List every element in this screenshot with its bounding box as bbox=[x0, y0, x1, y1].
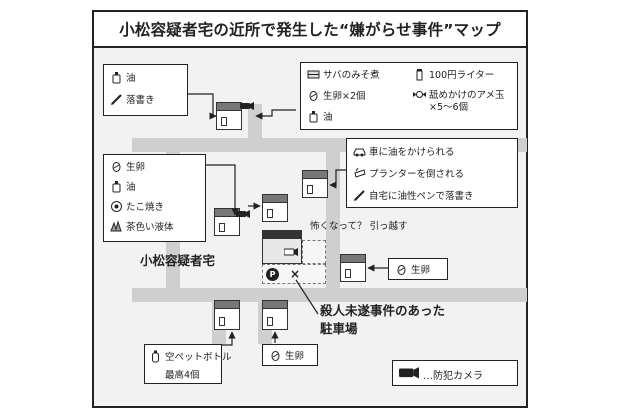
box-item: 油 bbox=[126, 73, 136, 84]
fish-can-icon bbox=[307, 68, 320, 81]
moved-house-outline bbox=[302, 240, 326, 264]
box-item: 油 bbox=[126, 182, 136, 193]
security-camera-icon bbox=[284, 248, 298, 256]
pen-icon bbox=[353, 189, 366, 202]
parking-label-line1: 殺人未遂事件のあった bbox=[320, 303, 446, 318]
candy-icon bbox=[413, 88, 426, 101]
house-top bbox=[216, 102, 242, 130]
security-camera-icon bbox=[236, 210, 250, 218]
legend-box: …防犯カメラ bbox=[392, 360, 518, 386]
planter-icon bbox=[353, 167, 366, 180]
suspect-house bbox=[262, 230, 302, 264]
box-item: 生卵 bbox=[285, 351, 305, 362]
box-item: 落書き bbox=[126, 95, 155, 106]
parking-symbol: P bbox=[266, 268, 279, 281]
house-center-upper bbox=[262, 194, 288, 222]
oil-bottle-icon bbox=[110, 71, 123, 84]
box-bottom-left: 空ペットボトル 最高4個 bbox=[144, 344, 232, 384]
box-bottom-mid: 生卵 bbox=[262, 344, 318, 366]
box-item: 自宅に油性ペンで落書き bbox=[369, 191, 474, 202]
box-mid-right: 車に油をかけられる プランターを倒される 自宅に油性ペンで落書き bbox=[346, 138, 518, 208]
box-item: たこ焼き bbox=[126, 202, 165, 213]
oil-bottle-icon bbox=[307, 110, 320, 123]
suspect-house-label: 小松容疑者宅 bbox=[140, 253, 216, 268]
box-item: プランターを倒される bbox=[369, 169, 465, 180]
box-item: 茶色い液体 bbox=[126, 222, 174, 233]
box-item: サバのみそ煮 bbox=[323, 70, 380, 81]
security-camera-icon bbox=[399, 367, 419, 379]
egg-icon bbox=[395, 263, 408, 276]
car-icon bbox=[353, 145, 366, 158]
box-item: 生卵 bbox=[126, 162, 146, 173]
parking-label-line2: 駐車場 bbox=[320, 321, 358, 336]
house-right-mid bbox=[340, 254, 366, 282]
box-top-left: 油 落書き bbox=[103, 64, 188, 116]
legend-label: …防犯カメラ bbox=[423, 371, 483, 382]
box-item: 最高4個 bbox=[165, 370, 200, 381]
security-camera-icon bbox=[240, 102, 254, 110]
egg-icon bbox=[307, 89, 320, 102]
map-title: 小松容疑者宅の近所で発生した“嫌がらせ事件”マップ bbox=[119, 21, 501, 39]
house-right-upper bbox=[302, 170, 328, 198]
takoyaki-icon bbox=[110, 200, 123, 213]
box-item: 生卵×2個 bbox=[323, 91, 366, 102]
splash-icon bbox=[110, 220, 123, 233]
egg-icon bbox=[269, 349, 282, 362]
lighter-icon bbox=[413, 68, 426, 81]
house-lower-center bbox=[262, 300, 288, 330]
box-item: 舐めかけのアメ玉 bbox=[429, 90, 505, 101]
box-mid-left: 生卵 油 たこ焼き 茶色い液体 bbox=[103, 154, 206, 242]
box-item: 車に油をかけられる bbox=[369, 147, 455, 158]
incident-mark: × bbox=[290, 267, 301, 281]
box-top-right: サバのみそ煮 100円ライター 生卵×2個 舐めかけのアメ玉 ×5〜6個 油 bbox=[300, 62, 518, 130]
box-item: 生卵 bbox=[411, 265, 431, 276]
moved-label: 怖くなって？ 引っ越す bbox=[310, 221, 408, 232]
box-item: 油 bbox=[323, 112, 333, 123]
box-right-egg: 生卵 bbox=[388, 258, 448, 280]
house-lower-left bbox=[214, 300, 240, 330]
egg-icon bbox=[110, 160, 123, 173]
oil-bottle-icon bbox=[110, 180, 123, 193]
pen-icon bbox=[110, 93, 123, 106]
title-bar: 小松容疑者宅の近所で発生した“嫌がらせ事件”マップ bbox=[94, 12, 526, 48]
parking-area bbox=[262, 264, 326, 284]
pet-bottle-icon bbox=[149, 350, 162, 363]
box-item: 空ペットボトル bbox=[165, 352, 232, 363]
box-item: ×5〜6個 bbox=[429, 102, 469, 113]
box-item: 100円ライター bbox=[429, 70, 495, 81]
